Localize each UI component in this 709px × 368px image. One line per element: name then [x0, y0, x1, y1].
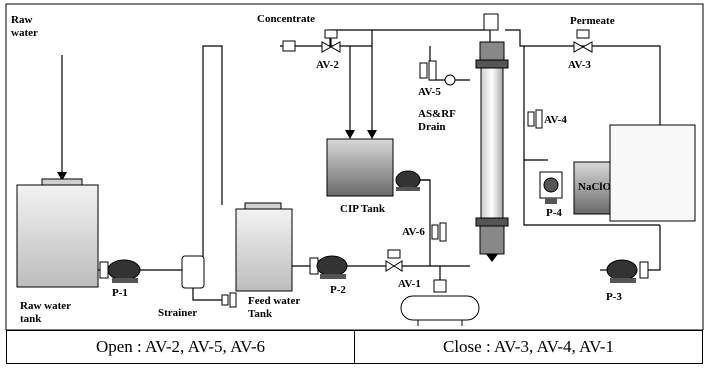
label-av5: AV-5 — [418, 86, 441, 98]
label-naclo: NaClO — [578, 181, 611, 193]
cip-tank — [326, 138, 394, 197]
label-p4: P-4 — [546, 207, 562, 219]
membrane-column — [475, 41, 509, 262]
pump-cip — [395, 170, 421, 191]
valve-av6 — [431, 222, 447, 242]
valve-av4 — [527, 109, 543, 129]
pump-p4 — [539, 171, 563, 204]
naclo-tank — [573, 161, 615, 215]
open-valves-cell: Open : AV-2, AV-5, AV-6 — [95, 337, 266, 356]
label-p1: P-1 — [112, 287, 128, 299]
air-compressor — [400, 279, 480, 326]
label-av1: AV-1 — [398, 278, 421, 290]
feed-water-tank — [235, 202, 293, 292]
label-av4: AV-4 — [544, 114, 567, 126]
valve-av1 — [385, 249, 403, 272]
valve-strainer-drain — [221, 292, 237, 308]
label-p2: P-2 — [330, 284, 346, 296]
pump-p1 — [99, 259, 141, 283]
pump-p3 — [606, 259, 649, 283]
label-permeate: Permeate — [570, 15, 615, 27]
valve-column-top — [483, 13, 499, 31]
label-p3: P-3 — [606, 291, 622, 303]
label-strainer: Strainer — [158, 307, 197, 319]
valve-av2 — [282, 29, 341, 53]
diagram-frame — [5, 3, 704, 330]
valve-status-table: Open : AV-2, AV-5, AV-6 Close : AV-3, AV… — [6, 330, 703, 364]
close-valves-cell: Close : AV-3, AV-4, AV-1 — [354, 331, 702, 363]
permeate-tank — [609, 124, 696, 222]
pump-p2 — [309, 255, 348, 279]
label-av6: AV-6 — [402, 226, 425, 238]
valve-av5 — [419, 60, 456, 86]
strainer — [181, 255, 205, 289]
valve-av3 — [573, 29, 593, 53]
label-cip-tank: CIP Tank — [340, 203, 386, 215]
raw-water-tank — [16, 178, 99, 288]
label-concentrate: Concentrate — [257, 13, 315, 25]
label-av3: AV-3 — [568, 59, 591, 71]
label-av2: AV-2 — [316, 59, 339, 71]
